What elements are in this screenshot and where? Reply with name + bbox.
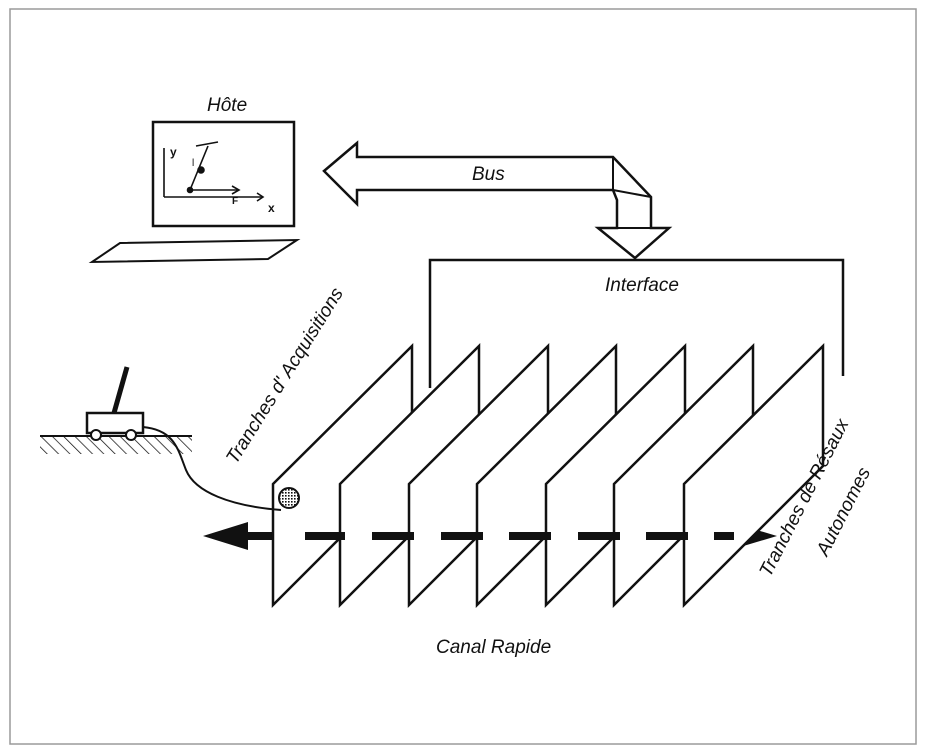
screen-axis-y: y bbox=[170, 145, 177, 159]
screen-pendulum-point bbox=[197, 166, 205, 174]
screen-force-label: F bbox=[232, 196, 238, 207]
host-monitor bbox=[151, 120, 296, 228]
channel-dash-4 bbox=[509, 532, 551, 540]
fast-channel-dashes bbox=[305, 532, 734, 540]
host-keyboard bbox=[88, 238, 301, 264]
channel-dash-3 bbox=[441, 532, 483, 540]
screen-x-arrowhead bbox=[256, 192, 265, 202]
screen-force-arrowhead bbox=[231, 185, 241, 195]
screen-pendulum-top bbox=[195, 141, 219, 147]
sensor-cable bbox=[142, 426, 282, 511]
interface-box bbox=[428, 258, 845, 388]
bus-label: Bus bbox=[472, 164, 505, 185]
screen-plot bbox=[163, 141, 265, 202]
cart-wheel-right bbox=[125, 429, 137, 441]
interface-label: Interface bbox=[605, 275, 679, 296]
fast-channel-left-arrowhead bbox=[203, 522, 248, 550]
figure-border bbox=[9, 8, 917, 745]
screen-axis-x: x bbox=[268, 201, 275, 215]
channel-dash-5 bbox=[578, 532, 620, 540]
channel-dash-1 bbox=[305, 532, 345, 540]
channel-dash-7 bbox=[714, 532, 734, 540]
screen-origin-point bbox=[186, 186, 194, 194]
channel-dash-6 bbox=[646, 532, 688, 540]
acquisition-connector bbox=[278, 487, 300, 509]
cart-on-ground bbox=[40, 366, 192, 454]
screen-length-label: l bbox=[192, 158, 194, 169]
ground-hatch bbox=[40, 437, 192, 454]
bus-arrow bbox=[322, 140, 673, 260]
host-label: Hôte bbox=[207, 95, 247, 116]
cart-wheel-left bbox=[90, 429, 102, 441]
bus-arrow-fold-2 bbox=[612, 189, 652, 198]
channel-dash-2 bbox=[372, 532, 414, 540]
cart-pole bbox=[111, 366, 130, 414]
fast-channel-label: Canal Rapide bbox=[436, 637, 551, 658]
fast-channel-left-segment bbox=[245, 532, 275, 540]
slice-7 bbox=[682, 342, 825, 609]
slices bbox=[271, 342, 825, 609]
host-computer bbox=[88, 120, 301, 264]
